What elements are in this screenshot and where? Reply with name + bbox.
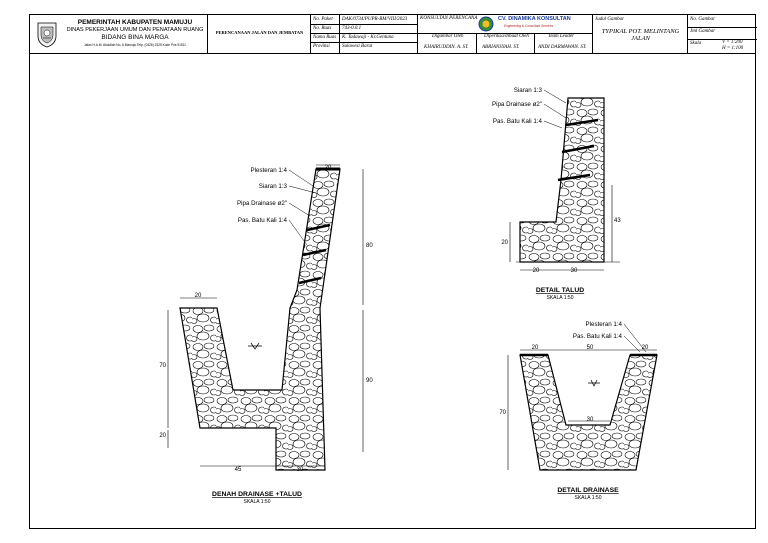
drainase-dim-30: 30 [587, 417, 594, 423]
drainase-dim-50: 50 [587, 345, 594, 351]
talud-label-pipa: Pipa Drainase ø2" [492, 101, 542, 108]
paket-label: No. Paket [313, 17, 333, 22]
drainase-dim-20-left: 20 [532, 345, 539, 351]
consultant-logo-icon [478, 16, 494, 32]
drawn-by-label: Digambar Oleh [432, 34, 464, 39]
denah-masonry-body [179, 168, 341, 471]
talud-scale: SKALA 1:50 [547, 295, 574, 301]
drainase-dim-20-right: 20 [642, 345, 649, 351]
talud-dim-30: 30 [571, 268, 578, 274]
drainase-label-batu: Pas. Batu Kali 1:4 [573, 333, 623, 340]
gov-line3: BIDANG BINA MARGA [101, 34, 169, 41]
talud-label-batu: Pas. Batu Kali 1:4 [493, 118, 543, 125]
denah-label-plesteran: Plesteran 1:4 [251, 167, 288, 174]
talud-dim-20-left: 20 [501, 240, 508, 246]
title-block: PEMERINTAH KABUPATEN MAMUJU DINAS PEKERJ… [30, 15, 757, 54]
drainase-masonry-body [519, 354, 658, 471]
drawing-title-block: Judul Gambar TYPIKAL POT. MELINTANG JALA… [593, 15, 688, 53]
denah-dim-30: 30 [297, 467, 304, 473]
denah-dim-20-left: 20 [159, 433, 166, 439]
denah-scale: SKALA 1:50 [244, 499, 271, 505]
project-block: PERENCANAAN JALAN DAN JEMBATAN [208, 15, 311, 53]
consultant-name: CV. DINAMIKA KONSULTAN [498, 16, 571, 22]
scale-label: Skala [690, 41, 702, 46]
drawing-sheet: PEMERINTAH KABUPATEN MAMUJU DINAS PEKERJ… [29, 14, 757, 529]
denah-dim-top-right: 20 [325, 165, 332, 171]
gov-line2: DINAS PEKERJAAN UMUM DAN PENATAAN RUANG [66, 27, 204, 33]
checked-by-name: ABRIANSYAH. ST. [482, 45, 520, 50]
denah-title: DENAH DRAINASE +TALUD [212, 491, 302, 498]
scale-vertical: V = 1:200 [722, 40, 743, 45]
consultant-block: KONSULTAN PERENCANA CV. DINAMIKA KONSULT… [418, 15, 593, 53]
checked-by-label: Diperiksa/dibuat Oleh [484, 34, 529, 39]
denah-dim-70: 70 [159, 363, 166, 369]
sheet-count-label: Jml Gambar [690, 29, 716, 34]
detail-denah-drainase-talud: Plesteran 1:4 Siaran 1:3 Pipa Drainase ø… [159, 164, 373, 505]
info-block: No. Paket DAK/0734/PUPR-BM/VIII/2023 No.… [311, 15, 418, 53]
drainase-scale: SKALA 1:50 [575, 495, 602, 501]
provinsi-value: Sulawesi Barat [342, 44, 373, 49]
drawing-title-line2: JALAN [631, 35, 650, 42]
detail-drainase: Plesteran 1:4 Pas. Batu Kali 1:4 20 50 2… [499, 321, 658, 501]
ruas-label: No. Ruas [313, 26, 332, 31]
talud-dim-43: 43 [614, 218, 621, 224]
sheet-no-label: No. Gambar [690, 17, 716, 22]
drainase-dim-70: 70 [499, 410, 506, 416]
gov-line1: PEMERINTAH KABUPATEN MAMUJU [77, 19, 193, 26]
talud-title: DETAIL TALUD [536, 287, 584, 294]
drainase-title: DETAIL DRAINASE [557, 487, 619, 494]
sheet-meta-block: No. Gambar Jml Gambar Skala V = 1:200 H … [688, 15, 757, 53]
paket-value: DAK/0734/PUPR-BM/VIII/2023 [342, 17, 408, 22]
government-block: PEMERINTAH KABUPATEN MAMUJU DINAS PEKERJ… [30, 15, 208, 53]
drawn-by-name: KHAIRUDDIN. A. ST. [424, 45, 469, 50]
denah-dim-90: 90 [366, 378, 373, 384]
talud-label-siaran: Siaran 1:3 [514, 87, 543, 94]
detail-talud: Siaran 1:3 Pipa Drainase ø2" Pas. Batu K… [492, 87, 621, 301]
consultant-tagline: Engineering & Consultant Services [504, 24, 554, 28]
denah-label-pipa: Pipa Drainase ø2" [237, 200, 287, 207]
nama-ruas-value: K. Tadawaji - Kr.Gentuna [342, 35, 394, 40]
team-leader-label: Team Leader [548, 34, 575, 39]
provinsi-label: Provinsi [313, 44, 330, 49]
gov-address: Jalan H.A.M. Abdullah No. 8 Mamuju Telp.… [84, 43, 186, 47]
consultant-label: KONSULTAN PERENCANA [420, 16, 478, 21]
drawing-title-line1: TYPIKAL POT. MELINTANG [601, 28, 680, 35]
denah-label-batu: Pas. Batu Kali 1:4 [238, 217, 288, 224]
ruas-value: 743-0.0.1 [342, 26, 362, 31]
team-leader-name: ANDI DARMAWAN. ST. [538, 45, 587, 50]
regency-emblem-icon [37, 22, 57, 48]
scale-horizontal: H = 1:100 [722, 46, 744, 51]
denah-label-siaran: Siaran 1:3 [259, 183, 288, 190]
drainase-label-plesteran: Plesteran 1:4 [586, 321, 623, 328]
drawing-title-label: Judul Gambar [595, 17, 625, 22]
talud-dim-20-bottom: 20 [533, 268, 540, 274]
project-title: PERENCANAAN JALAN DAN JEMBATAN [215, 30, 304, 35]
denah-dim-80: 80 [366, 243, 373, 249]
denah-dim-top-left: 20 [195, 293, 202, 299]
denah-dim-45: 45 [235, 467, 242, 473]
nama-ruas-label: Nama Ruas [313, 35, 337, 40]
